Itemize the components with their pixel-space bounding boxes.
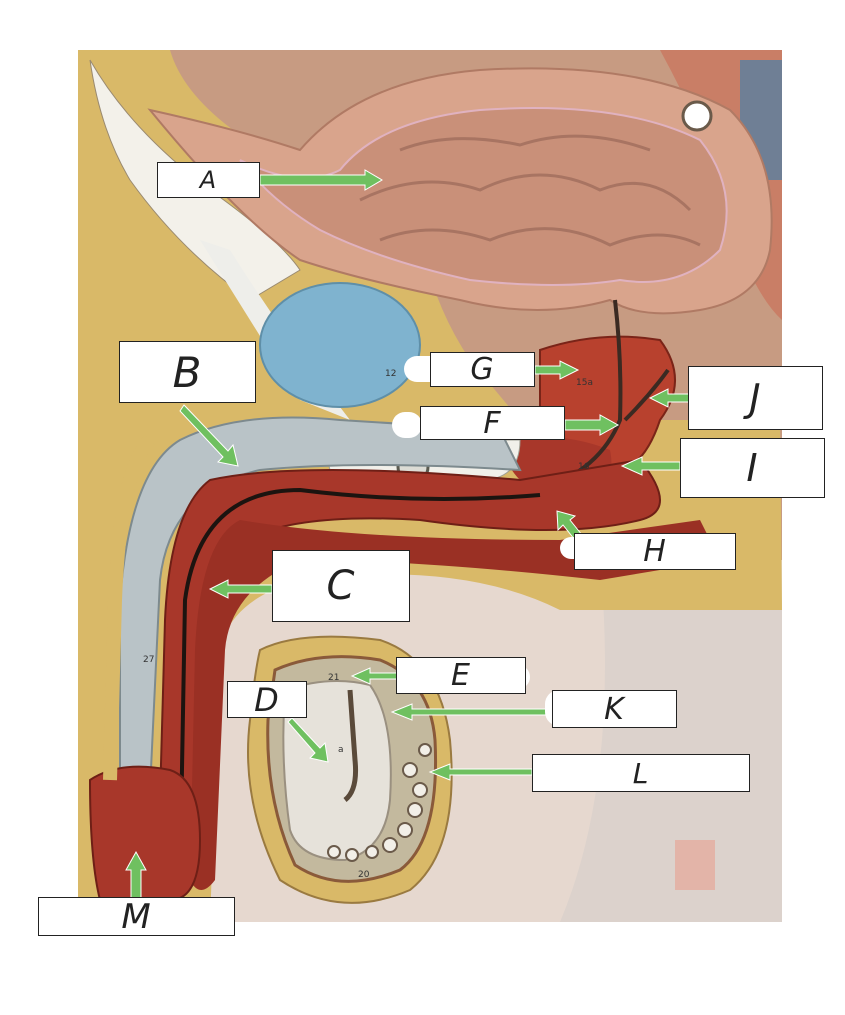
label-G-text: G xyxy=(470,352,495,387)
label-E-text: E xyxy=(451,658,471,693)
label-F-text: F xyxy=(483,405,502,441)
bladder-lumen xyxy=(239,107,728,286)
bladder-rugae-2 xyxy=(379,227,701,247)
label-J-text: J xyxy=(749,376,762,420)
label-box-I[interactable]: I xyxy=(680,438,825,498)
epididymis-tubules xyxy=(327,743,432,862)
label-L-text: L xyxy=(632,756,650,790)
model-number-15a: 15a xyxy=(576,378,593,388)
arrow-H xyxy=(556,510,583,541)
pink-spot xyxy=(675,840,715,890)
glans xyxy=(88,765,202,901)
arrow-A xyxy=(259,169,383,191)
model-number-21: 21 xyxy=(328,673,340,683)
label-box-B[interactable]: B xyxy=(119,341,256,403)
label-C-text: C xyxy=(326,563,356,609)
label-box-G[interactable]: G xyxy=(430,352,535,387)
arrow-C xyxy=(208,579,273,599)
arrow-M xyxy=(125,850,147,901)
label-H-text: H xyxy=(643,534,667,569)
label-I-text: I xyxy=(746,446,759,490)
arrow-I xyxy=(620,456,681,476)
mask-F xyxy=(392,412,422,438)
model-peg-top xyxy=(681,100,713,132)
arrow-group xyxy=(125,169,691,901)
label-box-E[interactable]: E xyxy=(396,657,526,694)
arrow-K xyxy=(390,703,553,721)
label-box-H[interactable]: H xyxy=(574,533,736,570)
arrow-E xyxy=(350,667,399,685)
model-number-20: 20 xyxy=(358,870,370,880)
label-box-D[interactable]: D xyxy=(227,680,307,719)
ejaculatory-duct xyxy=(623,368,670,422)
label-box-F[interactable]: F xyxy=(420,405,565,441)
model-number-27: 27 xyxy=(143,655,155,665)
bladder-rugae-1 xyxy=(359,173,692,212)
seminal-vesicle-blue xyxy=(259,282,421,408)
arrow-D xyxy=(287,717,329,763)
label-box-C[interactable]: C xyxy=(272,550,410,622)
arrow-J xyxy=(648,388,691,408)
label-box-K[interactable]: K xyxy=(552,690,677,728)
arrow-L xyxy=(428,763,533,781)
penile-urethra xyxy=(178,487,541,881)
rete-testis xyxy=(343,689,358,802)
penile-skin xyxy=(103,435,156,781)
bladder-rugae-3 xyxy=(399,134,651,152)
model-number-12: 12 xyxy=(385,369,397,379)
label-box-L[interactable]: L xyxy=(532,754,750,792)
arrow-B xyxy=(179,404,239,467)
label-B-text: B xyxy=(172,347,203,397)
label-A-text: A xyxy=(199,166,218,194)
label-M-text: M xyxy=(121,896,152,937)
label-D-text: D xyxy=(254,680,280,719)
label-box-A[interactable]: A xyxy=(157,162,260,198)
model-number-16: 16 xyxy=(578,462,590,472)
base-shadow xyxy=(560,560,782,922)
model-number-a: a xyxy=(338,745,344,755)
label-box-J[interactable]: J xyxy=(688,366,823,430)
arrow-F xyxy=(564,414,620,436)
testis-lobules xyxy=(282,680,392,862)
arrow-G xyxy=(534,360,580,380)
label-K-text: K xyxy=(604,691,625,727)
label-box-M[interactable]: M xyxy=(38,896,235,937)
